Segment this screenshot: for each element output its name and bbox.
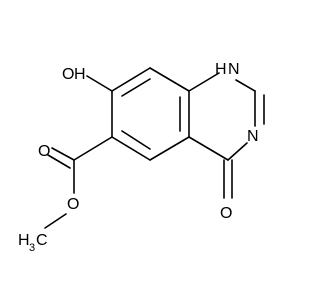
ester-single-oxygen-label: O xyxy=(67,196,79,213)
structure-canvas: O H H N N O O O H 3 C xyxy=(18,61,265,254)
bond-c7-oh xyxy=(86,75,113,92)
bond-n1-c2 xyxy=(235,79,256,92)
atom-label-layer: O H H N N O O O H 3 C xyxy=(18,61,259,254)
bond-c7-c8-inner xyxy=(121,78,151,97)
methyl-h-label: H xyxy=(18,232,30,249)
hydroxy-hydrogen-label: H xyxy=(74,66,86,83)
bond-n3-c4 xyxy=(227,142,248,161)
ester-carbonyl-oxygen-label: O xyxy=(38,143,50,160)
bond-c6-ester-carbon xyxy=(73,136,113,161)
bond-c8-c8a xyxy=(149,67,190,92)
bond-ester-c-o-double-b xyxy=(47,154,71,169)
hydroxy-oxygen-label: O xyxy=(62,66,74,83)
methyl-subscript-label: 3 xyxy=(29,242,35,254)
molecule-structure: O H H N N O O O H 3 C xyxy=(18,61,265,254)
bond-o-methyl xyxy=(44,213,67,229)
bond-c5-c6-inner xyxy=(121,130,151,150)
bond-c5-c6 xyxy=(111,136,151,161)
bond-layer xyxy=(44,67,265,229)
bond-ester-c-o-double-a xyxy=(51,147,75,161)
n3-nitrogen-label: N xyxy=(247,128,259,145)
bond-c4a-c5 xyxy=(149,136,190,161)
n1-nitrogen-label: N xyxy=(228,61,240,78)
bond-c4-c4a xyxy=(188,136,229,161)
bond-c8a-n1 xyxy=(188,72,220,92)
n1-hydrogen-label: H xyxy=(215,61,227,78)
bond-c7-c8 xyxy=(111,67,151,92)
ring-carbonyl-oxygen-label: O xyxy=(220,205,232,222)
methyl-c-label: C xyxy=(36,232,48,249)
